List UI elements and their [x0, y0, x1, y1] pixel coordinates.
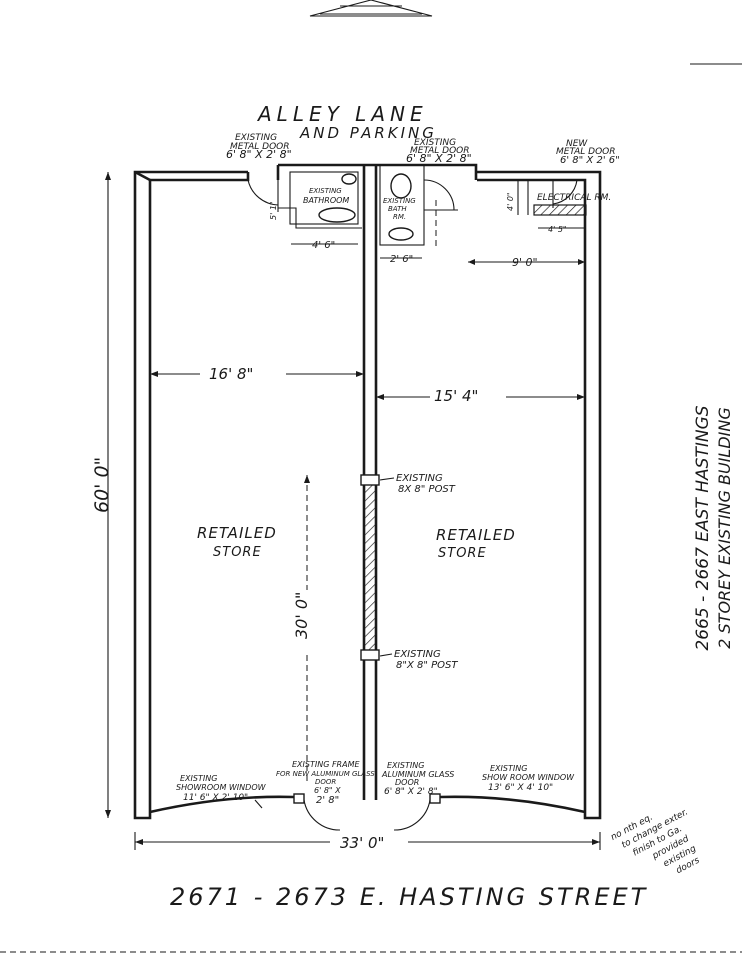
corridor-dim: 2' 6": [390, 254, 413, 265]
center-door-label-3: 6' 8" X 2' 8": [406, 152, 472, 165]
center-glass-door-label-1: EXISTING: [387, 761, 424, 770]
lower-post-label-2: 8"X 8" POST: [396, 660, 458, 671]
frame-label-3: DOOR: [315, 778, 336, 786]
center-glass-door-label-4: 6' 8" X 2' 8": [384, 787, 438, 797]
left-door-label-1: EXISTING: [235, 133, 277, 143]
building-title-line2: 2 STOREY EXISTING BUILDING: [715, 407, 734, 649]
center-door-label-2: METAL DOOR: [410, 146, 470, 156]
overall-width-dim: 33' 0": [340, 834, 384, 852]
electrical-panel-hatch: [533, 204, 587, 216]
post-upper-icon: [360, 474, 380, 486]
right-window-label-3: 13' 6" X 4' 10": [488, 783, 553, 793]
new-door-label-2: METAL DOOR: [556, 147, 616, 157]
street-address: 2671 - 2673 E. HASTING STREET: [170, 883, 648, 911]
upper-post-leader: [379, 477, 395, 481]
north-arrow-icon: [309, 0, 433, 17]
rear-door-right-icon: [552, 179, 578, 208]
left-bath-label-1: EXISTING: [309, 187, 342, 195]
left-door-label-2: METAL DOOR: [230, 142, 290, 152]
left-window-label-3: 11' 6" X 2' 10": [183, 793, 248, 803]
building-title-line1: 2665 - 2667 EAST HASTINGS: [693, 405, 713, 650]
overall-depth-dim: 60' 0": [91, 457, 113, 513]
alley-subtitle: AND PARKING: [299, 124, 437, 142]
right-sink-icon: [388, 227, 414, 241]
right-bath-label-3: RM.: [393, 213, 406, 221]
toilet-icon: [341, 173, 357, 185]
bath-width-dim: 4' 6": [312, 240, 335, 251]
right-store-label-2: STORE: [438, 546, 487, 561]
frame-label-1: EXISTING FRAME: [292, 760, 360, 769]
rear-right-dim: 9' 0": [512, 256, 538, 269]
right-bath-label-1: EXISTING: [383, 197, 416, 205]
left-door-label-3: 6' 8" X 2' 8": [226, 148, 292, 161]
post-lower-icon: [360, 649, 380, 661]
bath-depth-dim: 5' 1": [269, 201, 278, 220]
sink-icon: [318, 207, 356, 223]
rear-door-left-icon: [247, 179, 279, 212]
right-window-label-1: EXISTING: [490, 764, 527, 773]
right-bathroom-block: [379, 164, 458, 246]
right-toilet-icon: [390, 173, 412, 199]
lower-post-label-1: EXISTING: [394, 649, 441, 660]
new-door-label-3: 6' 8" X 2' 6": [560, 155, 620, 166]
left-width-dim: 16' 8": [209, 365, 253, 383]
left-window-label-2: SHOWROOM WINDOW: [176, 783, 267, 792]
margin-note: no nth eq. to change exter. finish to Ga…: [609, 807, 701, 876]
frame-label-5: 2' 8": [316, 795, 339, 806]
left-bath-label-2: BATHROOM: [303, 196, 349, 205]
elec-depth-dim: 4' 0": [506, 192, 515, 211]
right-bath-label-2: BATH: [388, 205, 407, 213]
right-store-label-1: RETAILED: [436, 526, 516, 544]
upper-post-label-1: EXISTING: [396, 473, 443, 484]
frame-label-2: FOR NEW ALUMINUM GLASS: [276, 770, 375, 778]
outer-walls: [133, 163, 602, 820]
electrical-room-block: [517, 180, 587, 229]
right-window-label-2: SHOW ROOM WINDOW: [482, 773, 575, 782]
frame-label-4: 6' 8" X: [314, 786, 341, 795]
right-width-dim: 15' 4": [434, 387, 478, 405]
partition-length-dim: 30' 0": [292, 592, 311, 639]
partition-hatch: [363, 474, 377, 656]
center-glass-door-label-2: ALUMINUM GLASS: [381, 770, 454, 779]
upper-post-label-2: 8X 8" POST: [398, 484, 456, 495]
left-window-label-1: EXISTING: [180, 774, 217, 783]
center-door-label-1: EXISTING: [414, 138, 456, 148]
lower-post-leader: [379, 653, 393, 657]
alley-title: ALLEY LANE: [256, 102, 428, 126]
front-wall: [149, 785, 586, 831]
left-store-label-1: RETAILED: [197, 524, 277, 542]
new-door-label-1: NEW: [566, 139, 588, 149]
center-party-wall: [360, 165, 380, 785]
electrical-room-label: ELECTRICAL RM.: [537, 193, 611, 203]
right-door-jamb: [429, 793, 441, 804]
left-door-jamb: [293, 793, 305, 804]
left-store-label-2: STORE: [213, 545, 262, 560]
elec-width-dim: 4' 5": [548, 225, 567, 234]
center-glass-door-label-3: DOOR: [395, 778, 419, 787]
left-bathroom-block: [278, 171, 362, 229]
